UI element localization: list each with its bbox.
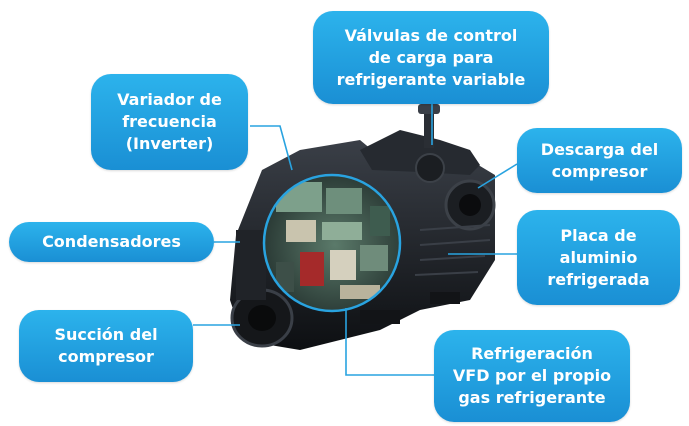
callout-line: Refrigeración [471, 344, 593, 363]
callout-line: de carga para [368, 47, 494, 67]
callout-placa-aluminio: Placa de aluminio refrigerada [517, 210, 680, 305]
callout-valvulas-control-carga: Válvulas de control de carga para refrig… [313, 11, 549, 104]
callout-line: (Inverter) [125, 134, 214, 153]
callout-condensadores: Condensadores [9, 222, 214, 262]
callout-line: refrigerada [547, 269, 650, 289]
callout-line: gas refrigerante [458, 388, 606, 407]
leader-refrigeracion [345, 308, 434, 376]
leader-variador [250, 125, 293, 171]
callout-variador-frecuencia: Variador de frecuencia (Inverter) [91, 74, 248, 170]
callout-line: VFD por el propio [452, 366, 612, 385]
callout-succion-compresor: Succión del compresor [19, 310, 193, 382]
callout-descarga-compresor: Descarga del compresor [517, 128, 682, 193]
callout-refrigeracion-vfd: Refrigeración VFD por el propio gas refr… [434, 330, 630, 422]
callout-line: Condensadores [42, 232, 181, 251]
callout-line: Succión del [54, 325, 158, 344]
callout-line: Variador de [117, 90, 222, 109]
callout-line: compresor [551, 161, 648, 181]
callout-line: frecuencia [122, 112, 217, 131]
leader-descarga [477, 163, 518, 189]
callout-line: Válvulas de control [344, 25, 518, 45]
callout-line: aluminio [559, 247, 638, 267]
callout-line: Placa de [560, 225, 637, 245]
callout-line: Descarga del [540, 139, 659, 159]
inverter-cutaway [264, 175, 400, 311]
callout-line: compresor [58, 347, 154, 366]
cutaway-ring [262, 173, 402, 313]
callout-line: refrigerante variable [336, 69, 526, 89]
